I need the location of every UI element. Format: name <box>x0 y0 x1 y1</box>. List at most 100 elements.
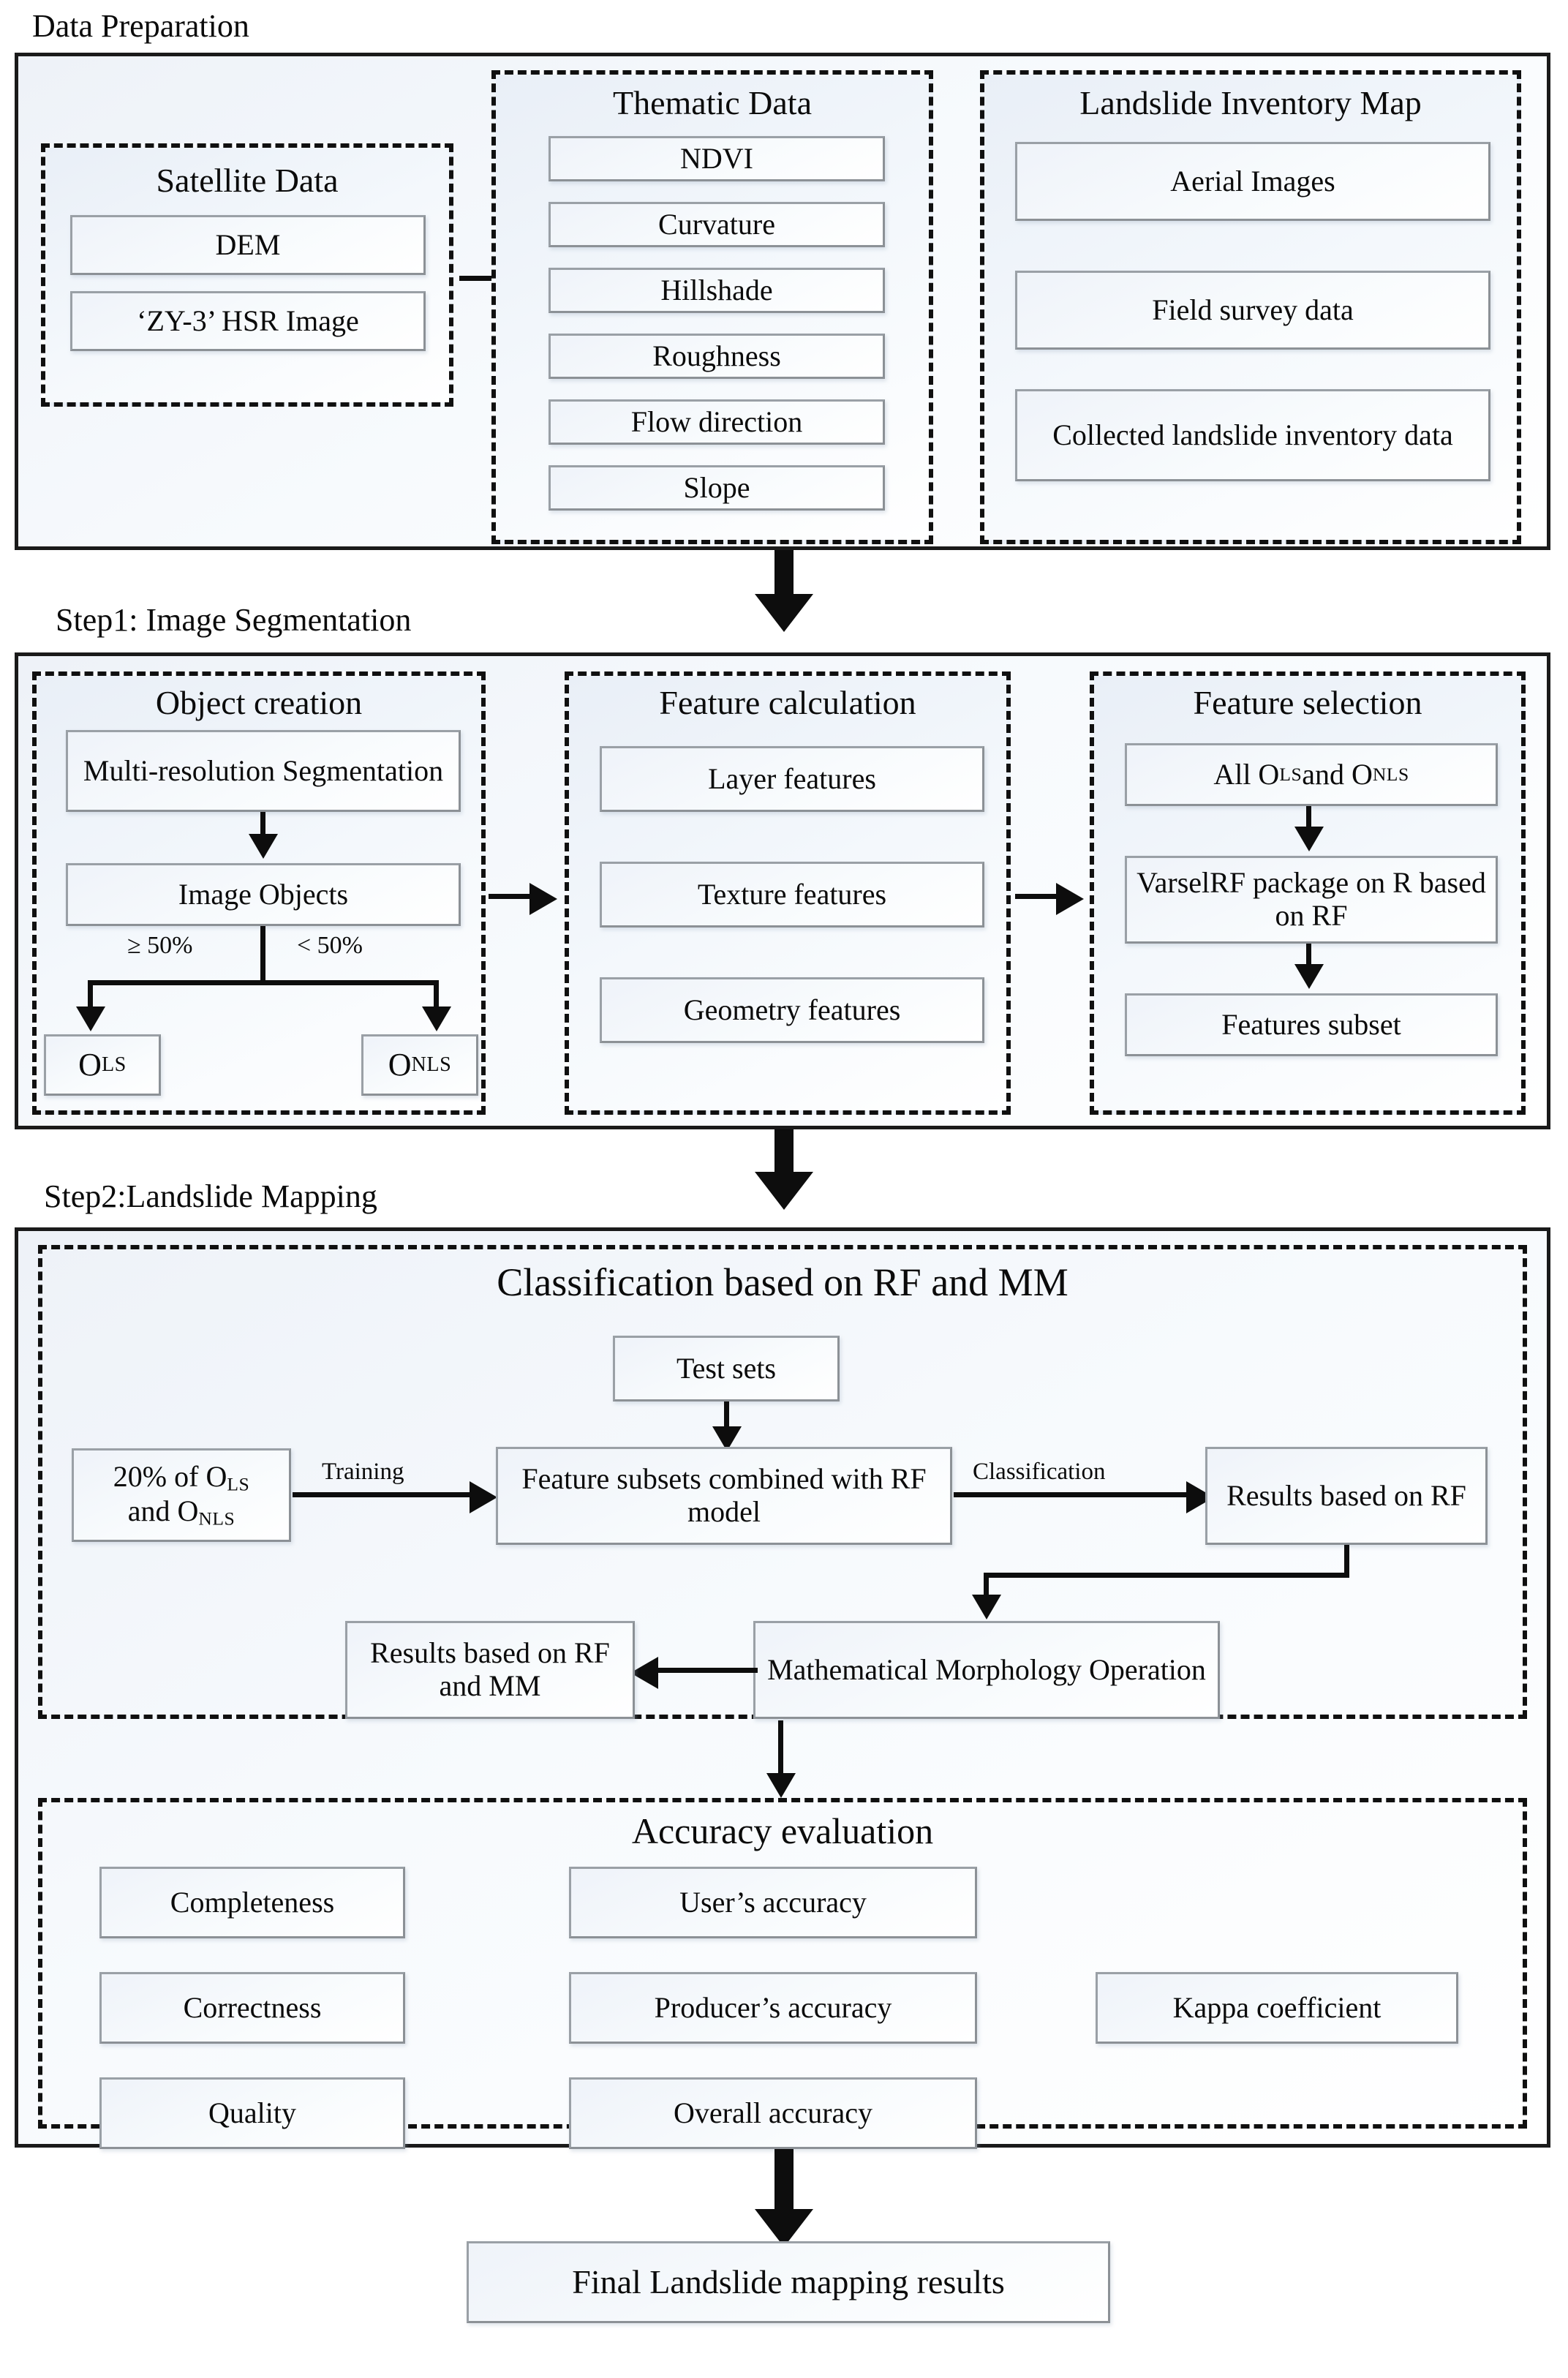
edge-all-objects-to-varselrf <box>1306 806 1311 834</box>
group-title-satellite-data: Satellite Data <box>156 162 339 199</box>
node-training-sub2: NLS <box>198 1508 235 1529</box>
node-completeness[interactable]: Completeness <box>99 1867 405 1938</box>
group-title-thematic-data: Thematic Data <box>612 84 813 121</box>
node-image-objects[interactable]: Image Objects <box>66 863 461 926</box>
group-object-creation: Object creation Multi-resolution Segment… <box>32 671 486 1115</box>
flow-arrow-head-step1-to-step2-icon <box>755 1172 813 1210</box>
edge-feature-calculation-to-feature-selection <box>1015 894 1059 899</box>
node-collected-landslide-inventory-data[interactable]: Collected landslide inventory data <box>1015 389 1490 481</box>
node-zy3-hsr-image[interactable]: ‘ZY-3’ HSR Image <box>70 291 426 351</box>
node-roughness[interactable]: Roughness <box>549 334 885 379</box>
edge-label-classification: Classification <box>973 1459 1106 1485</box>
node-flow-direction[interactable]: Flow direction <box>549 399 885 445</box>
edge-satellite-to-thematic <box>459 276 505 281</box>
node-multi-resolution-segmentation[interactable]: Multi-resolution Segmentation <box>66 730 461 812</box>
node-all-objects-sub1: LS <box>1279 763 1303 785</box>
arrowhead-down-6-icon <box>766 1773 796 1798</box>
edge-training-arrow <box>293 1492 474 1497</box>
node-ndvi[interactable]: NDVI <box>549 136 885 181</box>
flow-arrow-stem-step2-to-final <box>774 2149 794 2219</box>
node-features-subset[interactable]: Features subset <box>1125 993 1498 1056</box>
edge-results-rf-down <box>1344 1545 1349 1577</box>
node-onls-base: O <box>388 1047 412 1083</box>
arrowhead-right-3-icon <box>1056 883 1084 915</box>
branch-label-lt-50: < 50% <box>297 932 363 959</box>
node-final-landslide-mapping-results[interactable]: Final Landslide mapping results <box>467 2241 1110 2323</box>
edge-split-left <box>88 980 93 1012</box>
flow-arrow-head-step2-to-final-icon <box>755 2209 813 2247</box>
group-thematic-data: Thematic Data NDVI Curvature Hillshade R… <box>491 70 933 544</box>
arrowhead-down-3-icon <box>1294 964 1324 989</box>
node-slope[interactable]: Slope <box>549 465 885 511</box>
node-field-survey-data[interactable]: Field survey data <box>1015 271 1490 350</box>
edge-classification-to-accuracy <box>778 1720 783 1786</box>
node-users-accuracy[interactable]: User’s accuracy <box>569 1867 977 1938</box>
node-curvature[interactable]: Curvature <box>549 202 885 247</box>
arrowhead-down-5-icon <box>972 1595 1001 1619</box>
node-results-rf-mm[interactable]: Results based on RF and MM <box>345 1621 635 1719</box>
node-correctness[interactable]: Correctness <box>99 1972 405 2044</box>
node-all-objects-mid: and O <box>1302 757 1373 791</box>
arrowhead-down-2-icon <box>1294 827 1324 851</box>
node-overall-accuracy[interactable]: Overall accuracy <box>569 2077 977 2149</box>
arrowhead-down-right-icon <box>422 1006 451 1031</box>
node-aerial-images[interactable]: Aerial Images <box>1015 142 1490 221</box>
group-title-landslide-inventory-map: Landslide Inventory Map <box>1079 84 1422 121</box>
node-texture-features[interactable]: Texture features <box>600 862 984 928</box>
group-title-feature-selection: Feature selection <box>1193 684 1422 721</box>
group-feature-calculation: Feature calculation Layer features Textu… <box>565 671 1011 1115</box>
node-onls-subscript: NLS <box>411 1053 452 1077</box>
node-ols-subscript: LS <box>101 1053 127 1077</box>
arrowhead-down-left-icon <box>76 1006 105 1031</box>
node-test-sets[interactable]: Test sets <box>613 1336 840 1401</box>
edge-test-sets-to-rf-model <box>724 1401 729 1434</box>
arrowhead-right-4-icon <box>470 1481 497 1513</box>
edge-image-objects-split-stem <box>260 926 265 985</box>
node-training-prefix: 20% of O <box>113 1459 227 1493</box>
branch-label-ge-50: ≥ 50% <box>127 932 193 959</box>
node-training-sub1: LS <box>227 1473 250 1495</box>
node-producers-accuracy[interactable]: Producer’s accuracy <box>569 1972 977 2044</box>
node-geometry-features[interactable]: Geometry features <box>600 977 984 1043</box>
node-mathematical-morphology[interactable]: Mathematical Morphology Operation <box>753 1621 1220 1719</box>
arrowhead-left-icon <box>630 1657 658 1689</box>
edge-segmentation-to-image-objects <box>260 812 265 841</box>
node-layer-features[interactable]: Layer features <box>600 746 984 812</box>
node-training-sample[interactable]: 20% of OLS and ONLS <box>72 1448 291 1542</box>
group-title-classification: Classification based on RF and MM <box>497 1260 1068 1304</box>
node-training-mid: and O <box>127 1494 199 1527</box>
group-title-accuracy-evaluation: Accuracy evaluation <box>631 1810 934 1851</box>
edge-results-rf-to-mm-horizontal <box>984 1573 1349 1578</box>
section-label-step1: Step1: Image Segmentation <box>56 602 412 638</box>
edge-classification-arrow <box>954 1492 1191 1497</box>
node-quality[interactable]: Quality <box>99 2077 405 2149</box>
group-title-object-creation: Object creation <box>155 684 363 721</box>
arrowhead-right-2-icon <box>529 883 557 915</box>
node-all-objects-prefix: All O <box>1213 757 1280 791</box>
node-all-objects-sub2: NLS <box>1372 763 1409 785</box>
edge-object-creation-to-feature-calculation <box>489 894 532 899</box>
edge-image-objects-split-bar <box>88 980 439 985</box>
group-landslide-inventory-map: Landslide Inventory Map Aerial Images Fi… <box>980 70 1521 544</box>
arrowhead-down-icon <box>249 834 278 859</box>
group-title-feature-calculation: Feature calculation <box>659 684 916 721</box>
edge-label-training: Training <box>322 1459 404 1485</box>
edge-varselrf-to-features-subset <box>1306 944 1311 971</box>
edge-results-rf-to-mm-down <box>984 1573 989 1599</box>
section-label-data-preparation: Data Preparation <box>32 8 249 44</box>
node-results-rf[interactable]: Results based on RF <box>1205 1447 1488 1545</box>
node-dem[interactable]: DEM <box>70 215 426 275</box>
flow-arrow-head-prep-to-step1-icon <box>755 594 813 632</box>
node-rf-model[interactable]: Feature subsets combined with RF model <box>496 1447 952 1545</box>
node-varselrf-package[interactable]: VarselRF package on R based on RF <box>1125 856 1498 944</box>
node-hillshade[interactable]: Hillshade <box>549 268 885 313</box>
section-label-step2: Step2:Landslide Mapping <box>44 1178 377 1214</box>
node-kappa-coefficient[interactable]: Kappa coefficient <box>1096 1972 1458 2044</box>
edge-split-right <box>434 980 439 1012</box>
group-satellite-data: Satellite Data DEM ‘ZY-3’ HSR Image <box>41 143 453 407</box>
